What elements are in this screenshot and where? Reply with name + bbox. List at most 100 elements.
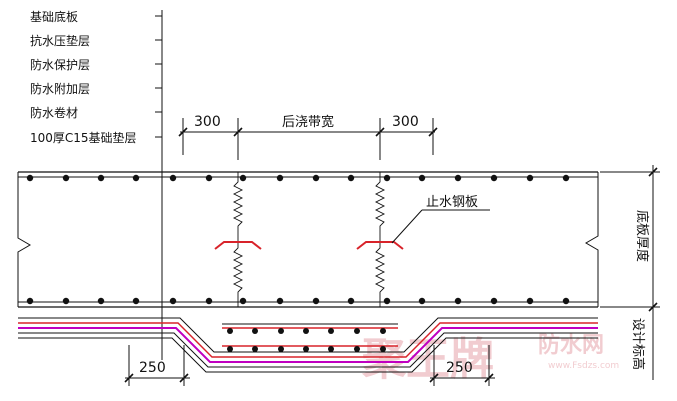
layer-label-5: 100厚C15基础垫层: [30, 130, 162, 145]
rebar: [252, 328, 258, 334]
rebar: [252, 346, 258, 352]
right-break-line: [585, 172, 599, 307]
rebar: [312, 174, 320, 182]
layer-labels: 基础底板 抗水压垫层 防水保护层 防水附加层 防水卷材 100厚C15基础垫层: [30, 9, 162, 145]
rebar: [526, 174, 534, 182]
construction-joints: [232, 172, 386, 307]
rebar: [380, 328, 386, 334]
dim-left-offset: 300: [194, 114, 221, 130]
rebar: [276, 174, 284, 182]
rebar: [303, 328, 309, 334]
layer-label-1: 抗水压垫层: [30, 33, 162, 48]
dim-tick: [124, 373, 134, 383]
rebar: [62, 174, 70, 182]
rebar: [380, 346, 386, 352]
rebar: [383, 174, 391, 182]
bottom-dimensions: 250 250: [124, 345, 495, 386]
layer-label-0: 基础底板: [30, 9, 162, 24]
rebar: [562, 174, 570, 182]
dim-right-offset: 300: [392, 114, 419, 130]
slab-thickness-label: 底板厚度: [634, 210, 650, 262]
dim-tick: [484, 373, 494, 383]
dimension-tick: [233, 127, 243, 137]
dim-tick: [648, 167, 658, 177]
dimension-tick: [375, 127, 385, 137]
layer-label-4: 防水卷材: [30, 105, 162, 120]
waterstop-right: [356, 241, 404, 250]
rebar: [490, 297, 498, 305]
watermark-url: www.Fsdzs.com: [548, 361, 619, 371]
layer-label-text: 抗水压垫层: [30, 33, 90, 48]
layer-label-text: 防水附加层: [30, 81, 90, 96]
dim-tick: [429, 373, 439, 383]
rebar: [227, 328, 233, 334]
rebar: [227, 346, 233, 352]
rebar: [205, 174, 213, 182]
rebar: [328, 346, 334, 352]
layer-label-2: 防水保护层: [30, 57, 162, 72]
waterproof-layers: [18, 317, 598, 373]
rebar: [418, 297, 426, 305]
layer-label-text: 100厚C15基础垫层: [30, 130, 137, 145]
rebar: [328, 328, 334, 334]
rebar: [490, 174, 498, 182]
rebar: [26, 297, 34, 305]
rebar: [62, 297, 70, 305]
layer-line-2: [18, 332, 598, 368]
bottom-rebars: [26, 297, 570, 305]
watermark-suffix: 防水网: [538, 333, 604, 358]
rebar: [132, 297, 140, 305]
waterstop-leader: [391, 209, 423, 244]
rebar: [418, 174, 426, 182]
layer-red-1: [18, 322, 598, 358]
rebar: [97, 297, 105, 305]
rebar: [347, 297, 355, 305]
waterstop-label: 止水钢板: [426, 195, 478, 210]
rebar: [169, 174, 177, 182]
rebar: [354, 328, 360, 334]
rebar: [132, 174, 140, 182]
top-dimension: 300 后浇带宽 300: [178, 114, 438, 160]
waterstop-left: [214, 241, 262, 250]
rebar: [562, 297, 570, 305]
rebar: [454, 297, 462, 305]
layer-label-3: 防水附加层: [30, 81, 162, 96]
waterstop-plates: 止水钢板: [214, 195, 490, 250]
layer-label-text: 防水卷材: [30, 105, 78, 120]
rebar: [97, 174, 105, 182]
joint-left-zigzag: [232, 172, 244, 307]
dim-bottom-left: 250: [139, 360, 166, 376]
dim-bottom-right: 250: [446, 360, 473, 376]
rebar: [354, 346, 360, 352]
layer-magenta-1: [18, 327, 598, 363]
rebar: [169, 297, 177, 305]
rebar: [526, 297, 534, 305]
rebar: [347, 174, 355, 182]
rebar: [26, 174, 34, 182]
rebar: [303, 346, 309, 352]
rebar: [205, 297, 213, 305]
rebar: [312, 297, 320, 305]
top-rebars: [26, 174, 570, 182]
dim-tick: [179, 373, 189, 383]
joint-right-zigzag: [374, 172, 386, 307]
dim-band-width: 后浇带宽: [282, 114, 334, 130]
layer-label-text: 防水保护层: [30, 57, 90, 72]
layer-label-text: 基础底板: [30, 9, 78, 24]
left-break-line: [17, 172, 31, 307]
rebar: [278, 328, 284, 334]
slab-thickness-dimension: 底板厚度 设计标高: [600, 165, 660, 380]
rebar: [276, 297, 284, 305]
layer-line-3: [18, 337, 598, 373]
rebar: [278, 346, 284, 352]
rebar: [239, 174, 247, 182]
dim-tick: [648, 302, 658, 312]
dimension-tick: [178, 127, 188, 137]
rebar: [239, 297, 247, 305]
sump-rebars: [227, 328, 386, 352]
rebar: [383, 297, 391, 305]
layer-line-1: [18, 317, 598, 353]
design-elevation-label: 设计标高: [630, 318, 646, 370]
slab-outline: [17, 171, 599, 308]
